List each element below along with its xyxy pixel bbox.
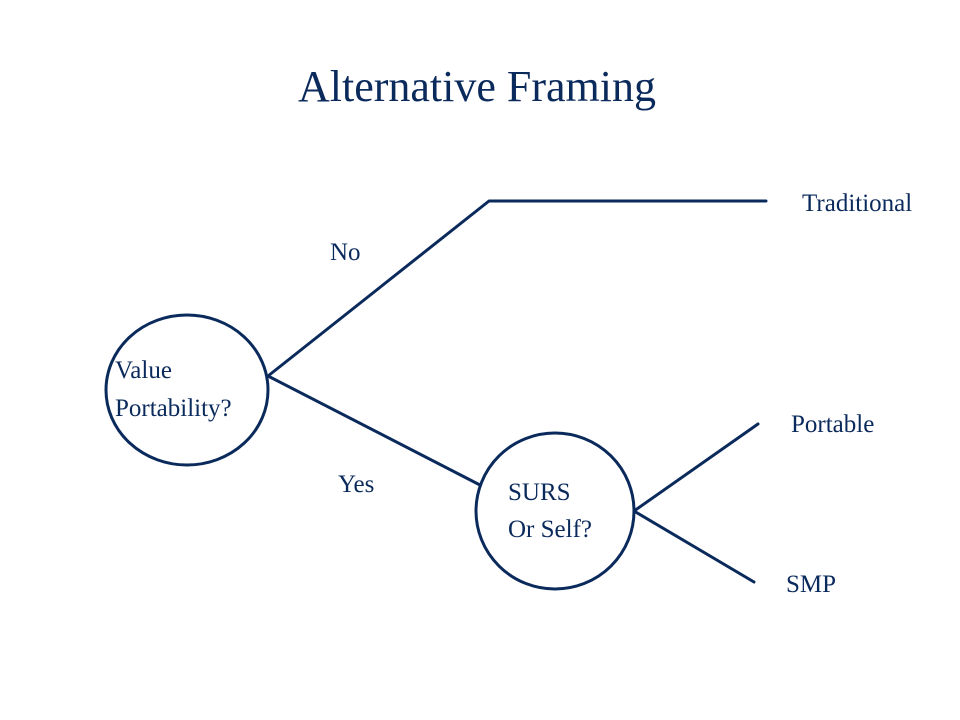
root-node-label-line2: Portability? xyxy=(115,395,232,422)
second-node-label-line1: SURS xyxy=(508,479,571,506)
root-decision-node: Value Portability? xyxy=(104,313,270,467)
outcome-traditional-label: Traditional xyxy=(802,190,912,217)
branch-smp-line xyxy=(632,509,756,584)
branch-yes-line xyxy=(266,374,482,487)
root-node-label-line1: Value xyxy=(115,357,172,384)
slide-title: Alternative Framing xyxy=(298,62,656,111)
second-node-circle xyxy=(474,431,636,591)
branch-no-line xyxy=(266,199,768,378)
second-node-label-line2: Or Self? xyxy=(508,516,592,543)
branch-yes-label: Yes xyxy=(338,471,374,498)
root-node-circle xyxy=(104,313,270,467)
outcome-portable-label: Portable xyxy=(791,411,874,438)
outcome-smp-label: SMP xyxy=(786,571,836,598)
branch-no-label: No xyxy=(330,239,361,266)
branch-portable-line xyxy=(632,422,760,513)
second-decision-node: SURS Or Self? xyxy=(474,431,636,591)
